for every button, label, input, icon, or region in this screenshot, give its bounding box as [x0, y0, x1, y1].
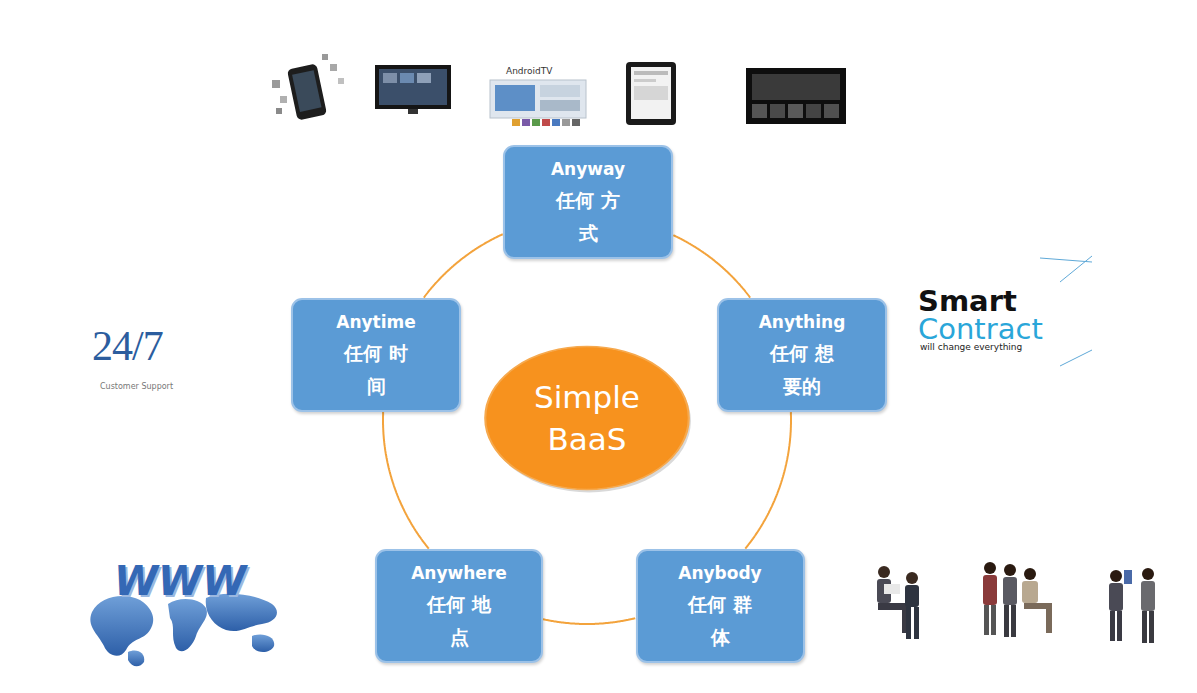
world-map — [90, 594, 277, 667]
ring-arc — [673, 235, 750, 297]
center-ellipse: Simple BaaS — [481, 342, 693, 494]
concept-box: Anytime任何 时间 — [291, 298, 461, 412]
english-term: Anyway — [551, 154, 625, 184]
ring-arc — [383, 412, 429, 549]
english-term: Anywhere — [411, 558, 507, 588]
android-tv-screenshot — [490, 80, 586, 126]
concept-box: Anything任何 想要的 — [717, 298, 887, 412]
picture-label: WWW — [114, 558, 246, 604]
chinese-term: 任何 时间 — [344, 337, 409, 403]
english-term: Anything — [759, 307, 846, 337]
english-term: Anybody — [678, 558, 761, 588]
picture-label: AndroidTV — [506, 66, 552, 76]
tv-icon — [375, 65, 451, 114]
chinese-term: 任何 群体 — [688, 588, 753, 654]
picture-label: will change everything — [920, 342, 1022, 352]
ring-arc — [424, 234, 503, 297]
tablet-icon — [626, 62, 676, 125]
ellipse-outline — [481, 342, 693, 494]
picture-label: 24/7 — [92, 322, 163, 370]
ring-arc — [543, 618, 635, 624]
concept-box: Anywhere任何 地点 — [375, 549, 543, 663]
picture-label: Customer Support — [100, 382, 173, 391]
phone-icon — [272, 54, 344, 121]
center-title: Simple BaaS — [517, 376, 657, 460]
chinese-term: 任何 地点 — [427, 588, 492, 654]
picture-label: Contract — [918, 312, 1043, 346]
chinese-term: 任何 方式 — [556, 184, 621, 250]
decor-lines — [1040, 256, 1092, 366]
concept-box: Anyway任何 方式 — [503, 145, 673, 259]
english-term: Anytime — [336, 307, 416, 337]
people-figures — [877, 562, 1155, 643]
chinese-term: 任何 想要的 — [770, 337, 835, 403]
concept-box: Anybody任何 群体 — [636, 549, 805, 663]
ring-arc — [745, 412, 791, 549]
media-screen — [746, 68, 846, 124]
